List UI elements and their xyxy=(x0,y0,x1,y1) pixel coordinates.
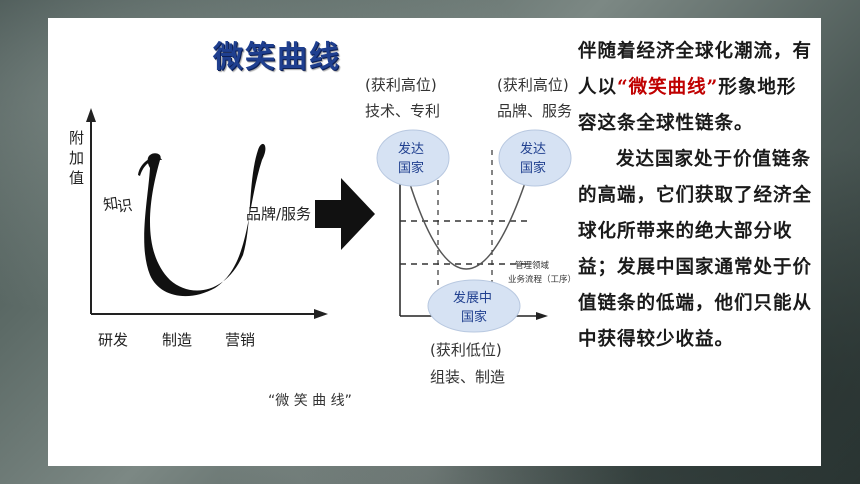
bubble-right-line1: 发达 xyxy=(520,141,546,157)
bottom-label: (获利低位) xyxy=(430,341,502,359)
left-x-arrow xyxy=(314,309,328,319)
bubble-left-line1: 发达 xyxy=(398,141,424,157)
left-y-arrow xyxy=(86,108,96,122)
bubble-developed-left xyxy=(376,129,450,187)
bubble-developed-right xyxy=(498,129,572,187)
mgmt-label-1: 管理领域 xyxy=(515,260,550,271)
smile-curve-tip xyxy=(138,156,162,176)
x-label-manufacture: 制造 xyxy=(162,331,192,349)
x-label-marketing: 营销 xyxy=(225,331,255,349)
p1-text-a: 伴随着经济全球化潮流，有人以 xyxy=(578,41,813,98)
big-arrow xyxy=(315,178,375,250)
explanation-text: 伴随着经济全球化潮流，有人以“微笑曲线”形象地形容这条全球性链条。 发达国家处于… xyxy=(578,34,814,358)
left-y-label-2: 加 xyxy=(69,149,84,167)
p1-highlight: “微笑曲线” xyxy=(617,77,719,98)
top-left-sub: 技术、专利 xyxy=(365,102,440,120)
bubble-bottom-line2: 国家 xyxy=(461,309,487,325)
top-right-sub: 品牌、服务 xyxy=(497,102,572,120)
knowledge-label-1: 知 xyxy=(102,194,119,214)
top-right-label: (获利高位) xyxy=(497,76,569,94)
top-left-label: (获利高位) xyxy=(365,76,437,94)
slide-title: 微笑曲线 xyxy=(213,40,341,75)
bubble-bottom-line1: 发展中 xyxy=(453,290,492,306)
paragraph-1: 伴随着经济全球化潮流，有人以“微笑曲线”形象地形容这条全球性链条。 xyxy=(578,34,814,142)
paragraph-2: 发达国家处于价值链条的高端，它们获取了经济全球化所带来的绝大部分收益；发展中国家… xyxy=(578,142,814,358)
p2-text: 发达国家处于价值链条的高端，它们获取了经济全球化所带来的绝大部分收益；发展中国家… xyxy=(578,149,813,350)
knowledge-label-2: 识 xyxy=(116,196,133,216)
bubble-right-line2: 国家 xyxy=(520,160,546,176)
bubble-developing xyxy=(427,279,521,333)
smile-caption: “微 笑 曲 线” xyxy=(268,393,352,409)
brand-service-label: 品牌/服务 xyxy=(246,205,311,223)
mgmt-label-2: 业务流程（工序） xyxy=(508,274,576,285)
bottom-sub: 组装、制造 xyxy=(430,368,505,386)
value-parabola xyxy=(404,167,531,270)
p1-text-b: 形象地形容这条全球性链条。 xyxy=(578,77,797,134)
x-label-rnd: 研发 xyxy=(98,331,128,349)
right-x-arrow xyxy=(536,312,548,320)
bubble-left-line2: 国家 xyxy=(398,160,424,176)
left-y-label-3: 值 xyxy=(69,169,84,187)
left-y-label-1: 附 xyxy=(69,129,84,147)
